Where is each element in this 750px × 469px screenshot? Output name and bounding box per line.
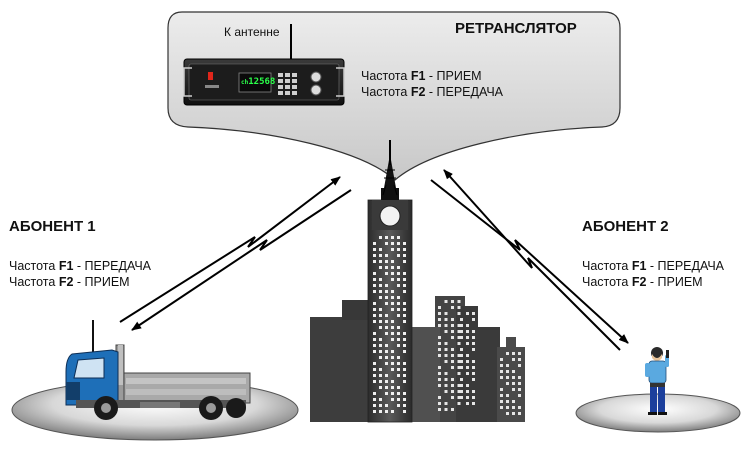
repeater-title: РЕТРАНСЛЯТОР bbox=[455, 20, 577, 37]
subscriber1-title: АБОНЕНТ 1 bbox=[9, 218, 96, 235]
subscriber2-title: АБОНЕНТ 2 bbox=[582, 218, 669, 235]
repeater-freq-list: Частота F1 - ПРИЕМ Частота F2 - ПЕРЕДАЧА bbox=[361, 68, 503, 100]
repeater-freq2: Частота F2 - ПЕРЕДАЧА bbox=[361, 85, 504, 99]
subscriber2-person bbox=[645, 347, 669, 415]
subscriber1-freq2: Частота F2 - ПРИЕМ bbox=[9, 275, 130, 289]
subscriber2-freq-list: Частота F1 - ПЕРЕДАЧА Частота F2 - ПРИЕМ bbox=[582, 258, 724, 290]
knob-top bbox=[310, 71, 322, 83]
subscriber1-freq1: Частота F1 - ПЕРЕДАЧА bbox=[9, 259, 152, 273]
antenna-label: К антенне bbox=[224, 25, 280, 39]
repeater-freq1: Частота F1 - ПРИЕМ bbox=[361, 69, 482, 83]
subscriber1-freq-list: Частота F1 - ПЕРЕДАЧА Частота F2 - ПРИЕМ bbox=[9, 258, 151, 290]
repeater-tower bbox=[367, 140, 413, 423]
repeater-device bbox=[183, 24, 345, 106]
frequency-display bbox=[238, 72, 272, 93]
tower-clock bbox=[379, 205, 401, 227]
knob-bottom bbox=[310, 84, 322, 96]
link-arrows-right bbox=[430, 169, 629, 351]
repeater-callout bbox=[167, 11, 621, 181]
subscriber1-truck bbox=[65, 320, 251, 420]
power-led bbox=[208, 72, 213, 80]
city-buildings bbox=[310, 296, 525, 422]
link-arrows-left bbox=[119, 176, 352, 331]
frequency-display-value: ch12568 bbox=[241, 77, 276, 87]
subscriber2-freq2: Частота F2 - ПРИЕМ bbox=[582, 275, 703, 289]
subscriber2-freq1: Частота F1 - ПЕРЕДАЧА bbox=[582, 259, 725, 273]
